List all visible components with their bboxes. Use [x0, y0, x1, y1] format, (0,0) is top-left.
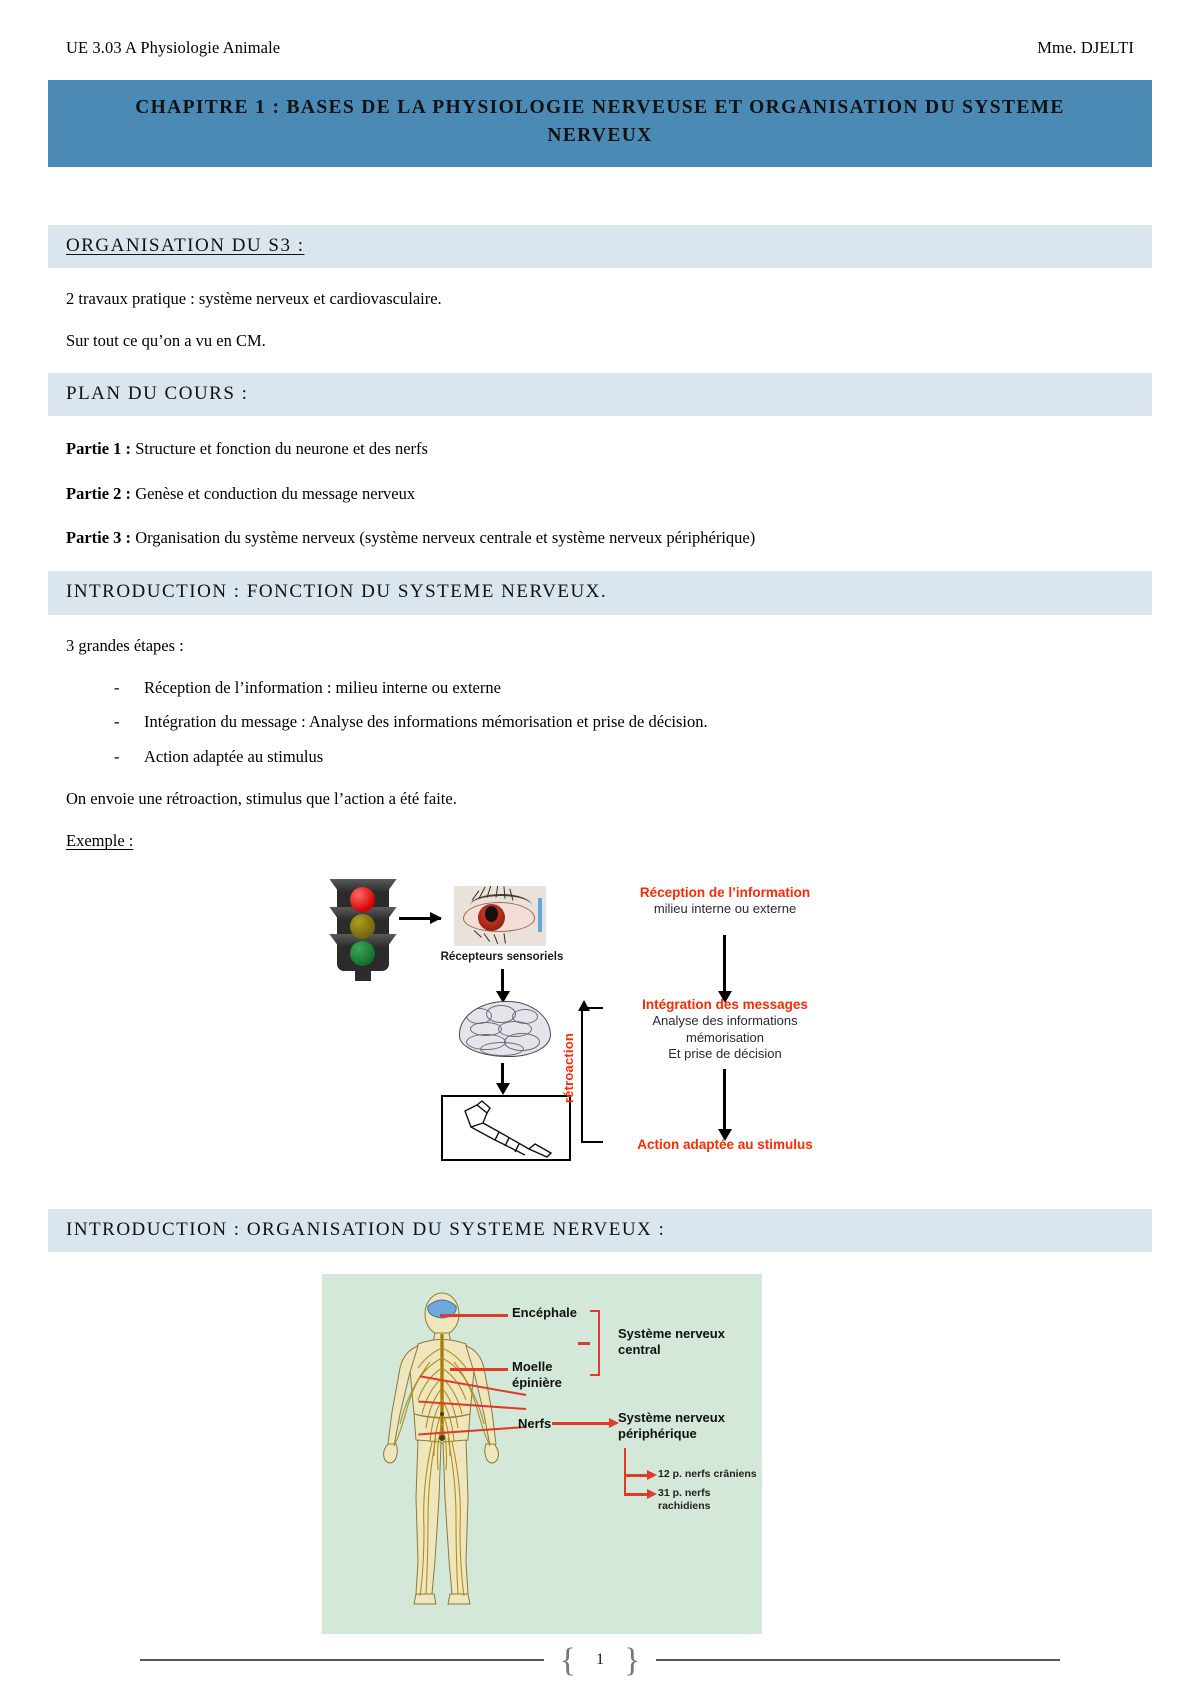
- figure-step-integration-line3: Et prise de décision: [668, 1045, 782, 1061]
- label-sn-central-line2: central: [618, 1342, 661, 1358]
- paragraph-sur-tout-cm: Sur tout ce qu’on a vu en CM.: [66, 331, 266, 351]
- label-sn-central-line1: Système nerveux: [618, 1326, 725, 1342]
- arrow-receptor-to-brain: [495, 968, 510, 1003]
- section-heading-intro-fonction: INTRODUCTION : FONCTION DU SYSTEME NERVE…: [48, 571, 1152, 615]
- plan-item-partie-2-text: Genèse et conduction du message nerveux: [131, 483, 416, 503]
- running-head: UE 3.03 A Physiologie Animale Mme. DJELT…: [48, 30, 1152, 58]
- paragraph-retroaction: On envoie une rétroaction, stimulus que …: [66, 788, 457, 808]
- feedback-bracket: [578, 999, 603, 1143]
- paragraph-exemple-label: Exemple :: [48, 830, 1152, 852]
- list-item: Intégration du message : Analyse des inf…: [66, 711, 1152, 734]
- figure-step-reception-sub: milieu interne ou externe: [653, 901, 797, 917]
- plan-item-partie-2: Partie 2 : Genèse et conduction du messa…: [48, 483, 1152, 505]
- feedback-label: rétroaction: [561, 1032, 576, 1103]
- running-head-right: Mme. DJELTI: [1037, 38, 1134, 57]
- eye-illustration: [454, 885, 546, 946]
- arrow-spinal-nerves: [624, 1489, 657, 1499]
- label-moelle-line2: épinière: [512, 1375, 562, 1391]
- etapes-list: Réception de l’information : milieu inte…: [48, 677, 1152, 768]
- human-body-nervous-system-illustration: [383, 1292, 499, 1605]
- figure-step-integration-line1: Analyse des informations: [652, 1013, 798, 1029]
- arrow-cranial-nerves: [624, 1470, 657, 1480]
- figure-reflex-loop-wrapper: Récepteurs sensoriels: [48, 873, 1152, 1185]
- figure-step-action-title: Action adaptée au stimulus: [637, 1136, 813, 1152]
- section-heading-intro-organisation-label: INTRODUCTION : ORGANISATION DU SYSTEME N…: [66, 1218, 666, 1240]
- figure-step-reception: Réception de l’information milieu intern…: [601, 885, 849, 918]
- arrow-stimulus-to-receptor: [399, 911, 442, 924]
- figure-reflex-loop: Récepteurs sensoriels: [329, 873, 849, 1185]
- running-head-left: UE 3.03 A Physiologie Animale: [66, 38, 281, 57]
- arrow-step2-to-step3: [717, 1068, 732, 1141]
- page-footer: { 1 }: [0, 1641, 1200, 1679]
- figure-step-integration-line2: mémorisation: [685, 1029, 765, 1045]
- label-31-nerfs-rachidiens: 31 p. nerfs rachidiens: [658, 1487, 711, 1513]
- hand-drawing-icon: [464, 1099, 553, 1158]
- list-item: Action adaptée au stimulus: [66, 746, 1152, 769]
- footer-brace-left: {: [559, 1641, 576, 1679]
- paragraph-trois-etapes: 3 grandes étapes :: [66, 635, 184, 655]
- plan-item-partie-3-label: Partie 3 :: [66, 527, 132, 547]
- figure-step-action: Action adaptée au stimulus: [601, 1137, 849, 1154]
- figure-nervous-system-wrapper: Encéphale Moelle épinière Nerfs Système …: [48, 1274, 1152, 1635]
- section-heading-plan-du-cours: PLAN DU COURS :: [48, 372, 1152, 417]
- exemple-label: Exemple :: [66, 831, 134, 851]
- section-heading-organisation-s3-label: ORGANISATION DU S3 :: [66, 234, 305, 256]
- arrow-nerfs-to-pns: [552, 1418, 619, 1428]
- figure-step-integration-title: Intégration des messages: [642, 996, 808, 1012]
- label-systeme-nerveux-central: Système nerveux central: [618, 1326, 725, 1359]
- label-systeme-nerveux-peripherique: Système nerveux périphérique: [618, 1410, 725, 1443]
- label-sn-peripherique-line2: périphérique: [618, 1426, 697, 1442]
- label-nerfs: Nerfs: [518, 1416, 552, 1432]
- branch-vertical-line: [624, 1448, 626, 1495]
- figure-nervous-system: Encéphale Moelle épinière Nerfs Système …: [322, 1274, 762, 1635]
- brace-systeme-nerveux-central: [578, 1310, 600, 1377]
- footer-rule-left: [140, 1659, 544, 1662]
- label-12-nerfs-craniens: 12 p. nerfs crâniens: [658, 1468, 757, 1481]
- plan-item-partie-3: Partie 3 : Organisation du système nerve…: [48, 527, 1152, 549]
- label-encephale: Encéphale: [512, 1305, 578, 1321]
- section-heading-organisation-s3: ORGANISATION DU S3 :: [48, 224, 1152, 269]
- plan-item-partie-1-text: Structure et fonction du neurone et des …: [131, 439, 428, 459]
- plan-item-partie-3-text: Organisation du système nerveux (système…: [131, 527, 756, 547]
- leader-line-brain: [440, 1314, 508, 1317]
- list-item: Réception de l’information : milieu inte…: [66, 677, 1152, 700]
- section-heading-intro-organisation: INTRODUCTION : ORGANISATION DU SYSTEME N…: [48, 1208, 1152, 1253]
- label-moelle-line1: Moelle: [512, 1359, 553, 1375]
- plan-item-partie-1: Partie 1 : Structure et fonction du neur…: [48, 438, 1152, 460]
- arrow-brain-to-effector: [495, 1062, 510, 1095]
- caption-recepteurs-sensoriels: Récepteurs sensoriels: [440, 950, 564, 963]
- plan-item-partie-2-label: Partie 2 :: [66, 483, 132, 503]
- section-heading-plan-du-cours-label: PLAN DU COURS :: [66, 382, 249, 404]
- footer-rule-right: [656, 1659, 1060, 1662]
- label-moelle-epiniere: Moelle épinière: [512, 1359, 562, 1392]
- figure-step-reception-title: Réception de l’information: [639, 884, 811, 900]
- leader-line-cord: [450, 1368, 508, 1371]
- figure-step-integration: Intégration des messages Analyse des inf…: [601, 997, 849, 1063]
- label-sn-peripherique-line1: Système nerveux: [618, 1410, 725, 1426]
- effector-hand-illustration: [441, 1094, 571, 1161]
- arrow-step1-to-step2: [717, 934, 732, 1003]
- page-number: 1: [596, 1651, 604, 1669]
- traffic-light-icon: [329, 878, 397, 981]
- chapter-title-banner: CHAPITRE 1 : BASES DE LA PHYSIOLOGIE NER…: [48, 80, 1152, 167]
- plan-item-partie-1-label: Partie 1 :: [66, 439, 132, 459]
- brain-illustration: [459, 1000, 551, 1057]
- section-heading-intro-fonction-label: INTRODUCTION : FONCTION DU SYSTEME NERVE…: [66, 581, 608, 603]
- page-number-group: { 1 }: [544, 1641, 657, 1679]
- paragraph-travaux-pratique: 2 travaux pratique : système nerveux et …: [66, 289, 442, 309]
- footer-brace-right: }: [624, 1641, 641, 1679]
